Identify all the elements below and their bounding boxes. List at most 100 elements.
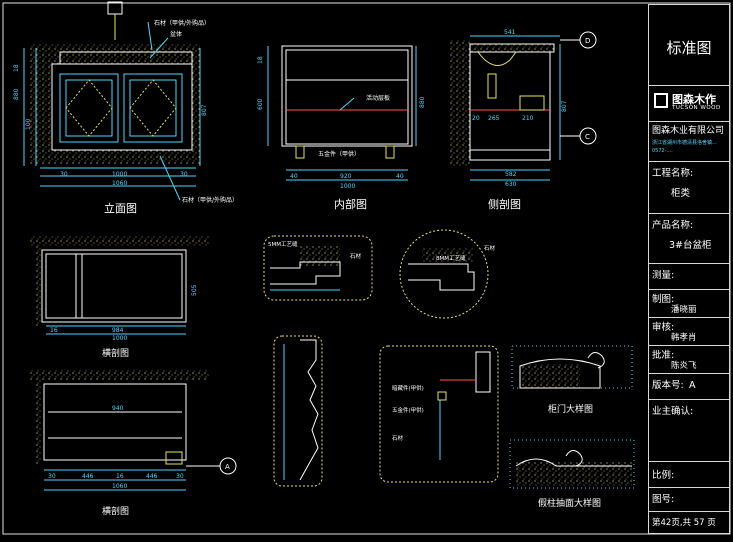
detail-b-view xyxy=(273,335,323,487)
project-cell: 工程名称: 柜类 xyxy=(649,161,729,213)
front-dim-h4: 807 xyxy=(201,104,208,116)
product-cell: 产品名称: 3#台盆柜 xyxy=(649,213,729,263)
page-info: 第42页,共 57 页 xyxy=(652,518,716,528)
section-view-2: 940 30 446 16 446 30 1060 A 横剖图 xyxy=(30,370,237,517)
detail-c-view: 暗藏件(甲供) 五金件(甲供) 石材 xyxy=(379,345,499,483)
elevation-view: 30 1000 1060 30 18 880 100 807 石材（甲供/外购品… xyxy=(13,1,238,215)
s2-dim-w6: 30 xyxy=(176,473,184,480)
interior-view: 920 1000 40 40 18 600 880 活动层板 五金件（甲供） 内… xyxy=(257,45,426,211)
front-dim-h1: 18 xyxy=(13,64,20,72)
front-dim-inner: 1000 xyxy=(112,171,127,178)
approve-value: 陈炎飞 xyxy=(671,361,697,371)
callout-shelf: 活动层板 xyxy=(366,94,390,102)
side-section-view: 541 582 630 265 210 20 807 D C 侧剖图 xyxy=(450,29,597,211)
section1-title: 横剖图 xyxy=(102,347,129,359)
check-label: 审核: xyxy=(652,322,675,333)
detail-b-note: 8MM工艺缝 xyxy=(436,254,466,262)
drawn-value: 潘晓丽 xyxy=(671,305,697,315)
s1-dim-w3: 1000 xyxy=(112,335,127,342)
approve-label: 批准: xyxy=(652,350,675,361)
cabinet-door-detail-view: 柜门大样图 xyxy=(511,345,633,415)
side-dim-265: 265 xyxy=(488,115,500,122)
marker-d: D xyxy=(585,37,590,45)
product-value: 3#台盆柜 xyxy=(669,240,712,251)
countertop-detail-view: 假柱抽面大样图 xyxy=(509,439,635,509)
cabinet-door-title: 柜门大样图 xyxy=(548,403,593,415)
detail-c-note2: 五金件(甲供) xyxy=(392,406,424,414)
check-value: 韩孝肖 xyxy=(671,333,697,343)
project-value: 柜类 xyxy=(671,188,691,199)
int-dim-w4: 40 xyxy=(396,173,404,180)
logo-subtext: TUCSON WOOD xyxy=(672,105,721,111)
s1-dim-h: 505 xyxy=(191,284,198,296)
int-dim-w2: 40 xyxy=(290,173,298,180)
marker-c: C xyxy=(585,133,590,141)
side-dim-w1: 582 xyxy=(505,171,517,178)
measure-label: 测量: xyxy=(652,270,675,281)
side-dim-h2: 807 xyxy=(561,100,568,112)
s2-dim-w3: 446 xyxy=(82,473,94,480)
title-block-heading: 标准图 xyxy=(666,39,712,57)
s2-dim-w2: 30 xyxy=(48,473,56,480)
section2-title: 横剖图 xyxy=(102,505,129,517)
drawing-no-cell: 图号: xyxy=(649,487,729,511)
detail-a-view: 5MM工艺缝 石材 xyxy=(263,235,373,301)
detail-circle-view: 8MM工艺缝 石材 xyxy=(399,229,496,319)
s2-dim-w7: 1060 xyxy=(112,483,127,490)
int-dim-h3: 600 xyxy=(257,98,264,110)
side-dim-210: 210 xyxy=(522,115,534,122)
project-label: 工程名称: xyxy=(652,168,694,179)
version-label: 版本号: xyxy=(652,380,684,391)
front-dim-h7: 880 xyxy=(13,88,20,100)
company-cell: 图森木业有限公司 浙江省湖州市德清县洛舍镇... 0572-.... xyxy=(649,121,729,161)
drawn-cell: 制图: 潘晓丽 xyxy=(649,289,729,317)
callout-stone-c: 石材 xyxy=(484,244,496,252)
divider xyxy=(649,85,729,86)
callout-stone-top: 石材（甲供/外购品） xyxy=(154,19,210,27)
owner-label: 业主确认: xyxy=(652,406,694,417)
int-dim-h1: 18 xyxy=(257,56,264,64)
interior-title: 内部图 xyxy=(334,197,367,211)
scale-label: 比例: xyxy=(652,470,675,481)
s1-dim-w1: 16 xyxy=(50,327,58,334)
front-dim-30a: 30 xyxy=(60,171,68,178)
s2-dim-w4: 16 xyxy=(116,473,124,480)
s1-dim-w2: 984 xyxy=(112,327,124,334)
drawn-label: 制图: xyxy=(652,294,675,305)
logo-text: 图森木作 xyxy=(672,93,716,106)
detail-c-note1: 暗藏件(甲供) xyxy=(392,384,424,392)
title-block: 标准图 图森木作 TUCSON WOOD 图森木业有限公司 浙江省湖州市德清县洛… xyxy=(648,4,730,534)
page-info-cell: 第42页,共 57 页 xyxy=(649,511,729,533)
front-dim-h6: 100 xyxy=(25,118,32,130)
detail-a-note1: 5MM工艺缝 xyxy=(268,240,298,248)
check-cell: 审核: 韩孝肖 xyxy=(649,317,729,345)
int-dim-w3: 920 xyxy=(340,173,352,180)
drawing-no-label: 图号: xyxy=(652,494,675,505)
company-name: 图森木业有限公司 xyxy=(652,126,725,136)
callout-basin: 盆体 xyxy=(170,30,182,38)
callout-stone-bottom: 石材（甲供/外购品） xyxy=(182,196,238,204)
tucson-logo-icon xyxy=(654,93,668,108)
side-title: 侧剖图 xyxy=(488,197,521,211)
measure-cell: 测量: xyxy=(649,263,729,289)
detail-c-note3: 石材 xyxy=(392,434,404,442)
side-dim-w2: 630 xyxy=(505,181,517,188)
scale-cell: 比例: xyxy=(649,461,729,487)
company-address: 浙江省湖州市德清县洛舍镇... xyxy=(652,140,717,146)
countertop-title: 假柱抽面大样图 xyxy=(538,497,601,509)
callout-hinge: 五金件（甲供） xyxy=(318,150,360,158)
s2-dim-w1: 940 xyxy=(112,405,124,412)
int-dim-w1: 1000 xyxy=(340,183,355,190)
owner-cell: 业主确认: xyxy=(649,399,729,461)
elevation-title: 立面图 xyxy=(104,201,137,215)
front-dim-30b: 30 xyxy=(180,171,188,178)
version-cell: 版本号: A xyxy=(649,373,729,399)
sheet-border xyxy=(2,2,731,535)
side-dim-20: 20 xyxy=(472,115,480,122)
product-label: 产品名称: xyxy=(652,220,694,231)
side-dim-top: 541 xyxy=(504,29,516,36)
detail-a-note2: 石材 xyxy=(350,252,362,260)
s2-dim-w5: 446 xyxy=(146,473,158,480)
